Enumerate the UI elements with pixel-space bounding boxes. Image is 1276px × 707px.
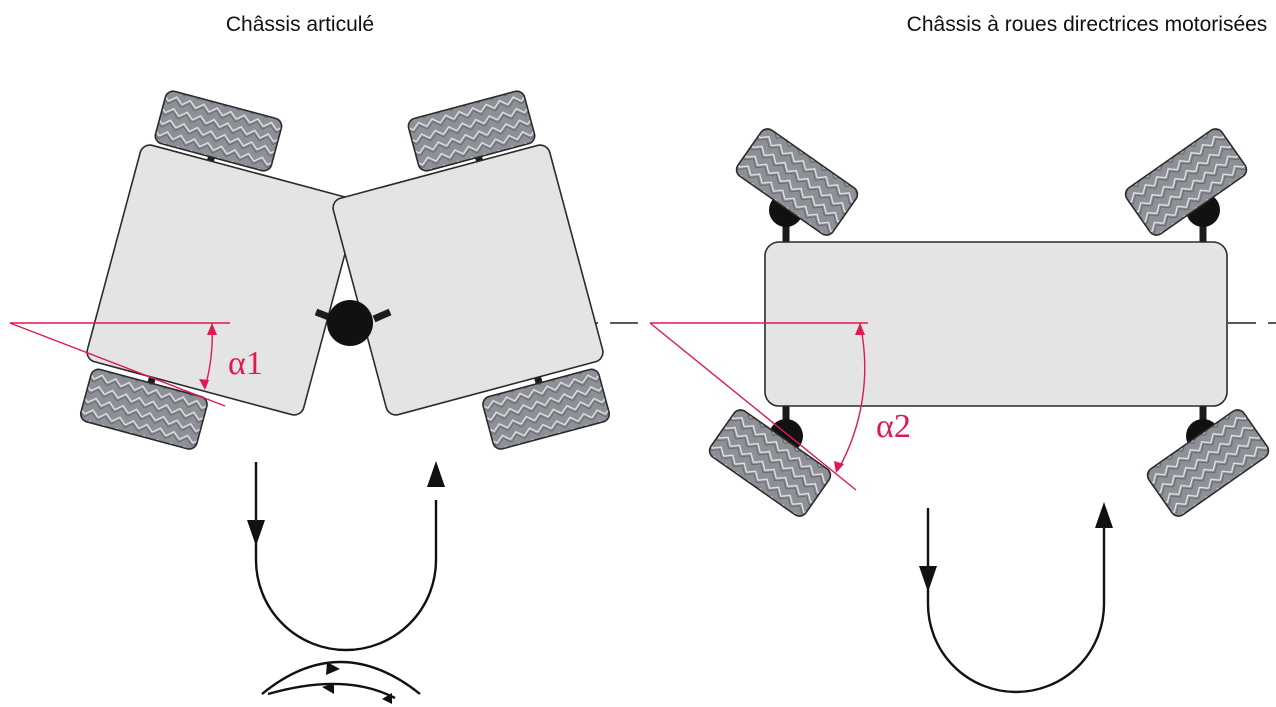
label-alpha2: α2 xyxy=(876,408,911,445)
tire-top-left xyxy=(735,128,859,236)
turning-path-steered xyxy=(919,502,1113,694)
tire-front-top xyxy=(407,90,536,172)
angle-alpha1: α1 xyxy=(9,322,263,407)
steered-wheels-chassis: α2 xyxy=(649,128,1276,694)
tire-bottom-right xyxy=(1146,409,1270,517)
frame-rigid xyxy=(764,241,1228,407)
tire-bottom-left xyxy=(708,409,832,517)
tire-top-right xyxy=(1124,128,1248,236)
title-articulated: Châssis articulé xyxy=(226,13,374,36)
turning-path-articulated xyxy=(247,461,445,704)
arrow-up-left xyxy=(427,461,445,487)
tire-rear-top xyxy=(154,90,283,172)
articulated-chassis: α1 xyxy=(9,90,640,704)
arrow-down-left xyxy=(247,520,265,546)
tire-front-bottom xyxy=(482,368,611,450)
frame-rear xyxy=(79,90,358,450)
tire-rear-bottom xyxy=(79,368,208,450)
articulation-joint xyxy=(327,300,373,346)
label-alpha1: α1 xyxy=(228,345,263,382)
angle-alpha2: α2 xyxy=(649,322,911,491)
frame-front xyxy=(332,90,611,450)
arrow-up-right xyxy=(1095,502,1113,528)
title-steered-wheels: Châssis à roues directrices motorisées xyxy=(907,13,1268,36)
arrow-down-right xyxy=(919,566,937,592)
